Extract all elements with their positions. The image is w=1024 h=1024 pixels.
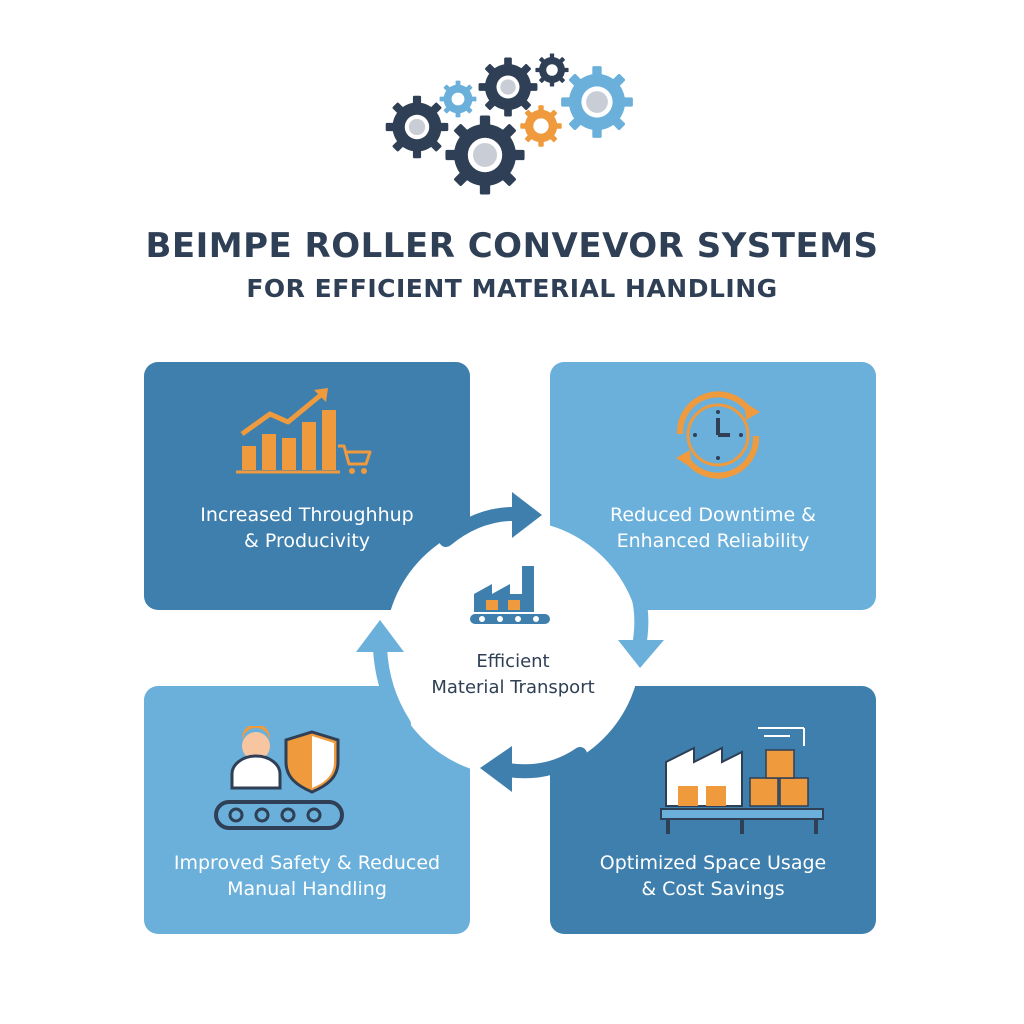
gear-icon [478,57,538,117]
cycle-arrow-icon [439,506,527,547]
gears-cluster-icon [385,53,633,195]
worker-shield-conveyor-icon [214,726,344,830]
page-subtitle: FOR EFFICIENT MATERIAL HANDLING [246,274,778,303]
cycle-arrow-icon [373,641,411,731]
arrowhead-icon [512,492,542,538]
factory-conveyor-icon [470,566,550,624]
benefit-card-reliability: Reduced Downtime & Enhanced Reliability [550,362,876,610]
center-hub [385,520,641,776]
page-title: BEIMPE ROLLER CONVEVOR SYSTEMS [145,226,879,266]
gear-icon [535,53,569,87]
gear-icon [439,80,477,118]
arrowhead-icon [356,620,404,652]
benefit-label: Reduced Downtime & Enhanced Reliability [610,504,816,552]
cycle-arrow-icon [501,747,587,779]
cycle-arrow-icon [619,559,649,647]
gear-icon [445,115,525,195]
benefit-label: Optimized Space Usage & Cost Savings [599,852,827,900]
gear-icon [385,95,449,159]
arrowhead-icon [480,746,512,792]
gear-icon [561,66,633,138]
center-label: Efficient Material Transport [431,651,595,698]
arrowhead-icon [618,640,664,668]
gear-icon [520,105,562,147]
clock-cycle-icon [676,391,760,479]
benefit-label: Improved Safety & Reduced Manual Handlin… [173,852,441,900]
benefit-label: Increased Throughhup & Producivity [200,504,414,552]
growth-chart-cart-icon [236,388,372,474]
warehouse-boxes-conveyor-icon [660,727,824,834]
